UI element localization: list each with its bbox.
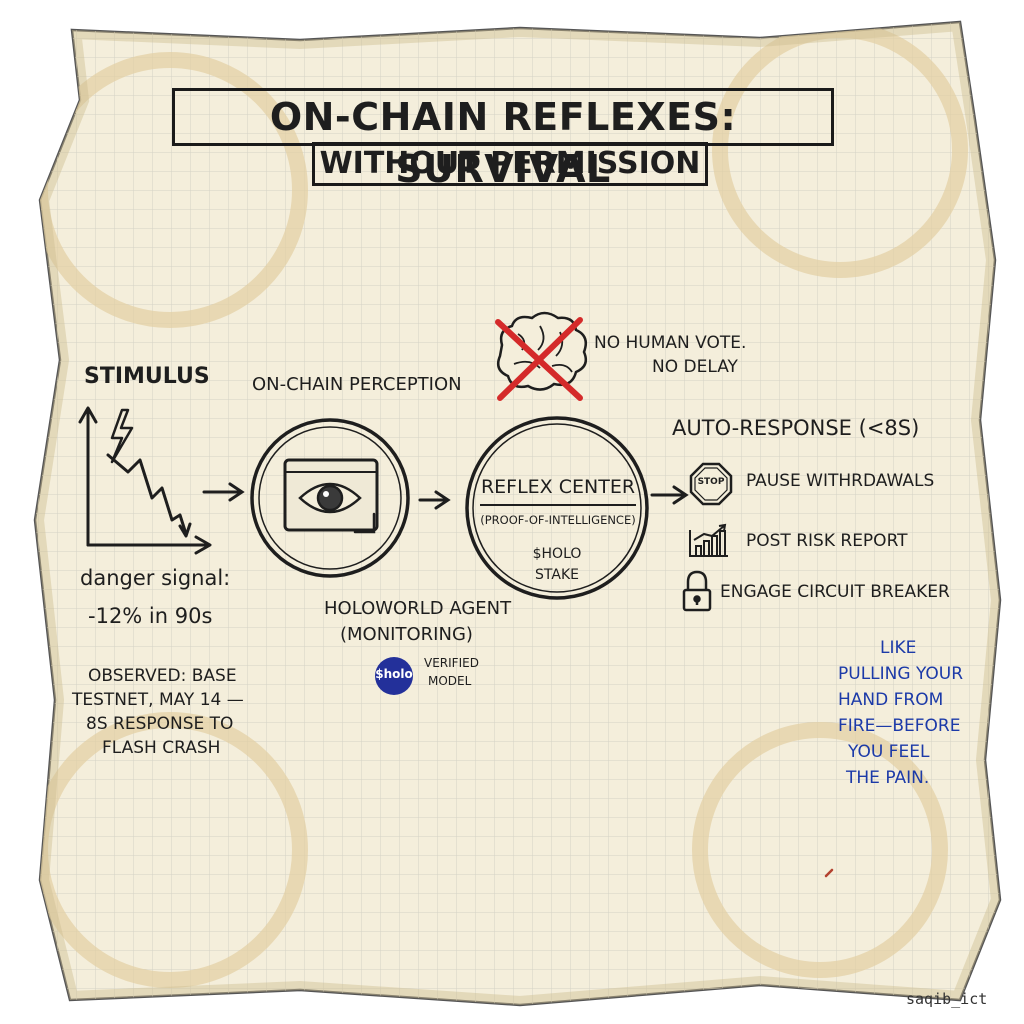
quote-line-4: FIRE—BEFORE bbox=[838, 716, 961, 736]
danger-signal-value: -12% in 90s bbox=[88, 604, 213, 628]
stop-sign-icon bbox=[689, 462, 733, 506]
verified-line-2: MODEL bbox=[428, 674, 472, 688]
stake-line-2: STAKE bbox=[535, 567, 579, 583]
arrow-1 bbox=[202, 482, 245, 502]
stimulus-heading: STIMULUS bbox=[84, 364, 210, 389]
observed-line-2: TESTNET, MAY 14 — bbox=[72, 690, 244, 710]
verified-line-1: VERIFIED bbox=[424, 656, 479, 670]
stop-sign-text: STOP bbox=[697, 477, 725, 487]
agent-label-line-2: (MONITORING) bbox=[340, 624, 473, 645]
agent-label-line-1: HOLOWORLD AGENT bbox=[324, 598, 512, 619]
arrow-2 bbox=[418, 490, 451, 510]
no-human-line-1: NO HUMAN VOTE. bbox=[594, 333, 747, 353]
reflex-center-heading: REFLEX CENTER bbox=[480, 476, 636, 498]
padlock-icon bbox=[682, 570, 712, 612]
arrow-3 bbox=[650, 485, 689, 505]
signature: saqib_ict bbox=[906, 990, 988, 1008]
observed-line-4: FLASH CRASH bbox=[102, 738, 221, 758]
title-line-2: WITHOUT PERMISSION bbox=[312, 142, 708, 186]
observed-line-3: 8S RESPONSE TO bbox=[86, 714, 234, 734]
reflex-center-circle bbox=[465, 416, 649, 600]
perception-heading: ON-CHAIN PERCEPTION bbox=[252, 374, 462, 395]
quote-line-5: YOU FEEL bbox=[848, 742, 930, 762]
holo-badge-text: $holo bbox=[375, 667, 413, 681]
stake-line-1: $HOLO bbox=[532, 546, 582, 562]
observed-line-1: OBSERVED: BASE bbox=[88, 666, 237, 686]
title-line-1: ON-CHAIN REFLEXES: SURVIVAL bbox=[172, 88, 834, 191]
reflex-center-sub: (PROOF-OF-INTELLIGENCE) bbox=[480, 513, 636, 527]
perception-eye-icon bbox=[250, 418, 410, 578]
action-post-risk-report: POST RISK REPORT bbox=[746, 531, 908, 551]
brain-crossed-icon bbox=[495, 311, 587, 401]
action-pause-withdrawals: PAUSE WITHRDAWALS bbox=[746, 471, 935, 491]
no-human-line-2: NO DELAY bbox=[652, 357, 738, 377]
quote-line-3: HAND FROM bbox=[838, 690, 944, 710]
bar-chart-icon bbox=[689, 523, 728, 557]
holo-badge-icon bbox=[375, 657, 413, 695]
quote-line-1: LIKE bbox=[880, 638, 917, 658]
action-engage-circuit-breaker: ENGAGE CIRCUIT BREAKER bbox=[720, 582, 950, 602]
quote-line-2: PULLING YOUR bbox=[838, 664, 964, 684]
danger-chart-icon bbox=[78, 406, 212, 555]
quote-line-6: THE PAIN. bbox=[846, 768, 930, 788]
danger-signal-label: danger signal: bbox=[80, 566, 231, 590]
auto-response-heading: AUTO-RESPONSE (<8S) bbox=[672, 416, 920, 440]
